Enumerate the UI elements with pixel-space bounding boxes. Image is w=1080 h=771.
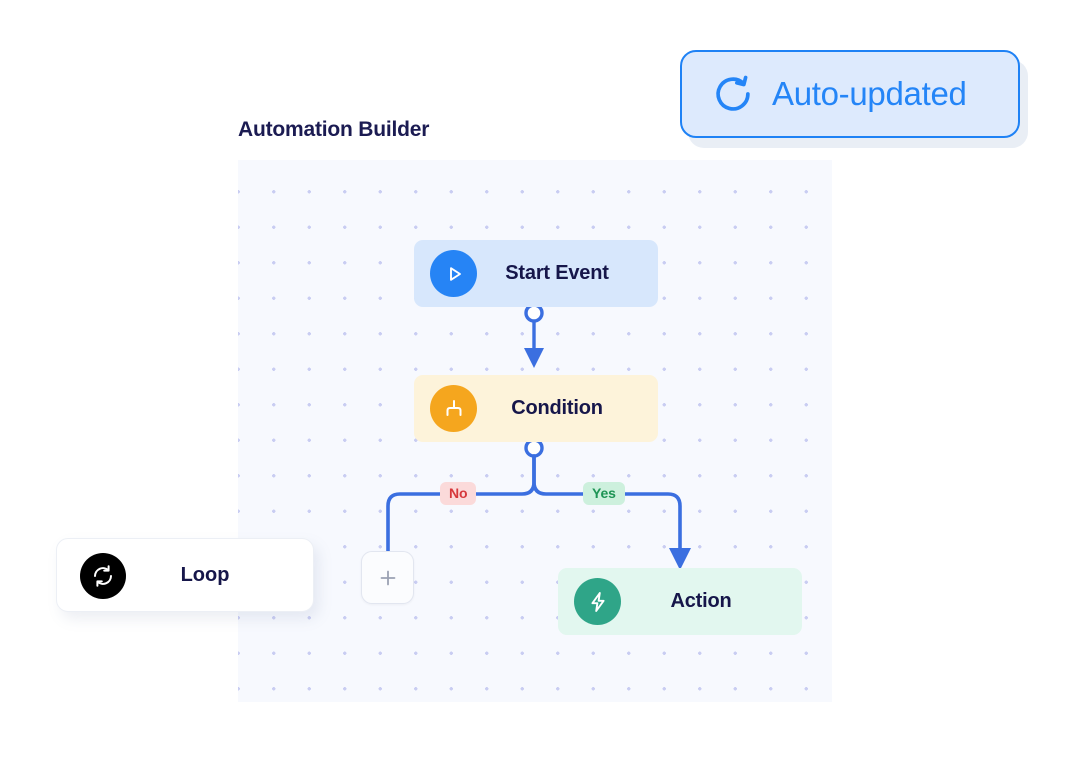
- page-title: Automation Builder: [238, 118, 430, 141]
- connector-dot-condition: [524, 438, 544, 458]
- add-step-button[interactable]: [361, 551, 414, 604]
- flow-node-condition-label: Condition: [511, 397, 603, 419]
- branch-label-no[interactable]: No: [440, 482, 477, 505]
- flow-node-condition[interactable]: Condition: [414, 375, 658, 442]
- refresh-icon: [716, 75, 750, 111]
- play-icon: [430, 250, 477, 297]
- connector-arrow-condition: [524, 348, 544, 368]
- auto-updated-badge[interactable]: Auto-updated: [680, 50, 1020, 138]
- flow-node-start-event[interactable]: Start Event: [414, 240, 658, 307]
- flow-node-action-label: Action: [670, 590, 732, 612]
- branch-label-yes[interactable]: Yes: [583, 482, 625, 505]
- automation-flow-canvas[interactable]: Start Event Condition Action No Yes: [238, 160, 832, 702]
- branch-icon: [430, 385, 477, 432]
- loop-card[interactable]: Loop: [56, 538, 314, 612]
- plus-icon: [380, 570, 395, 585]
- flow-node-start-event-label: Start Event: [505, 262, 609, 284]
- connector-arrow-action: [669, 548, 691, 570]
- loop-card-label: Loop: [180, 563, 230, 586]
- flow-node-action[interactable]: Action: [558, 568, 802, 635]
- auto-updated-label: Auto-updated: [772, 75, 967, 112]
- connector-dot-start: [524, 303, 544, 323]
- lightning-icon: [574, 578, 621, 625]
- loop-icon: [80, 553, 126, 599]
